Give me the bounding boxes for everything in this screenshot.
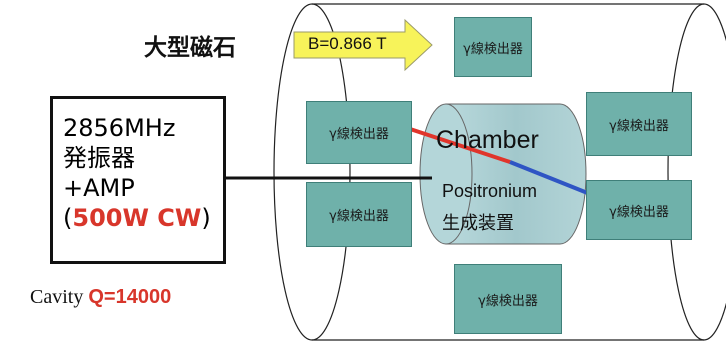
detector-top: γ線検出器: [454, 17, 532, 77]
cavity-q-label: Cavity Q=14000: [30, 286, 172, 308]
detector-upper-left: γ線検出器: [306, 101, 412, 164]
magnet-label: 大型磁石: [144, 35, 236, 61]
detector-upper-right: γ線検出器: [586, 92, 692, 156]
field-arrow: [293, 18, 433, 72]
oscillator-line2: 発振器: [63, 144, 135, 172]
oscillator-power: (500W CW): [63, 204, 211, 232]
chamber-sub2: 生成装置: [442, 213, 514, 234]
magnet-right-end-inner: [667, 3, 705, 341]
oscillator-line3: +AMP: [63, 174, 135, 202]
detector-lower-right: γ線検出器: [586, 180, 692, 240]
field-label: B=0.866 T: [308, 34, 387, 53]
chamber-sub1: Positronium: [442, 181, 538, 201]
chamber-cylinder: [419, 103, 587, 245]
detector-lower-left: γ線検出器: [306, 182, 412, 247]
oscillator-line1: 2856MHz: [63, 114, 176, 142]
detector-bottom: γ線検出器: [454, 264, 562, 334]
magnet-right-end: [703, 3, 726, 341]
oscillator-box: 2856MHz 発振器 +AMP (500W CW): [50, 96, 226, 264]
magnet-cylinder: [273, 3, 726, 341]
chamber-title: Chamber: [436, 126, 539, 154]
